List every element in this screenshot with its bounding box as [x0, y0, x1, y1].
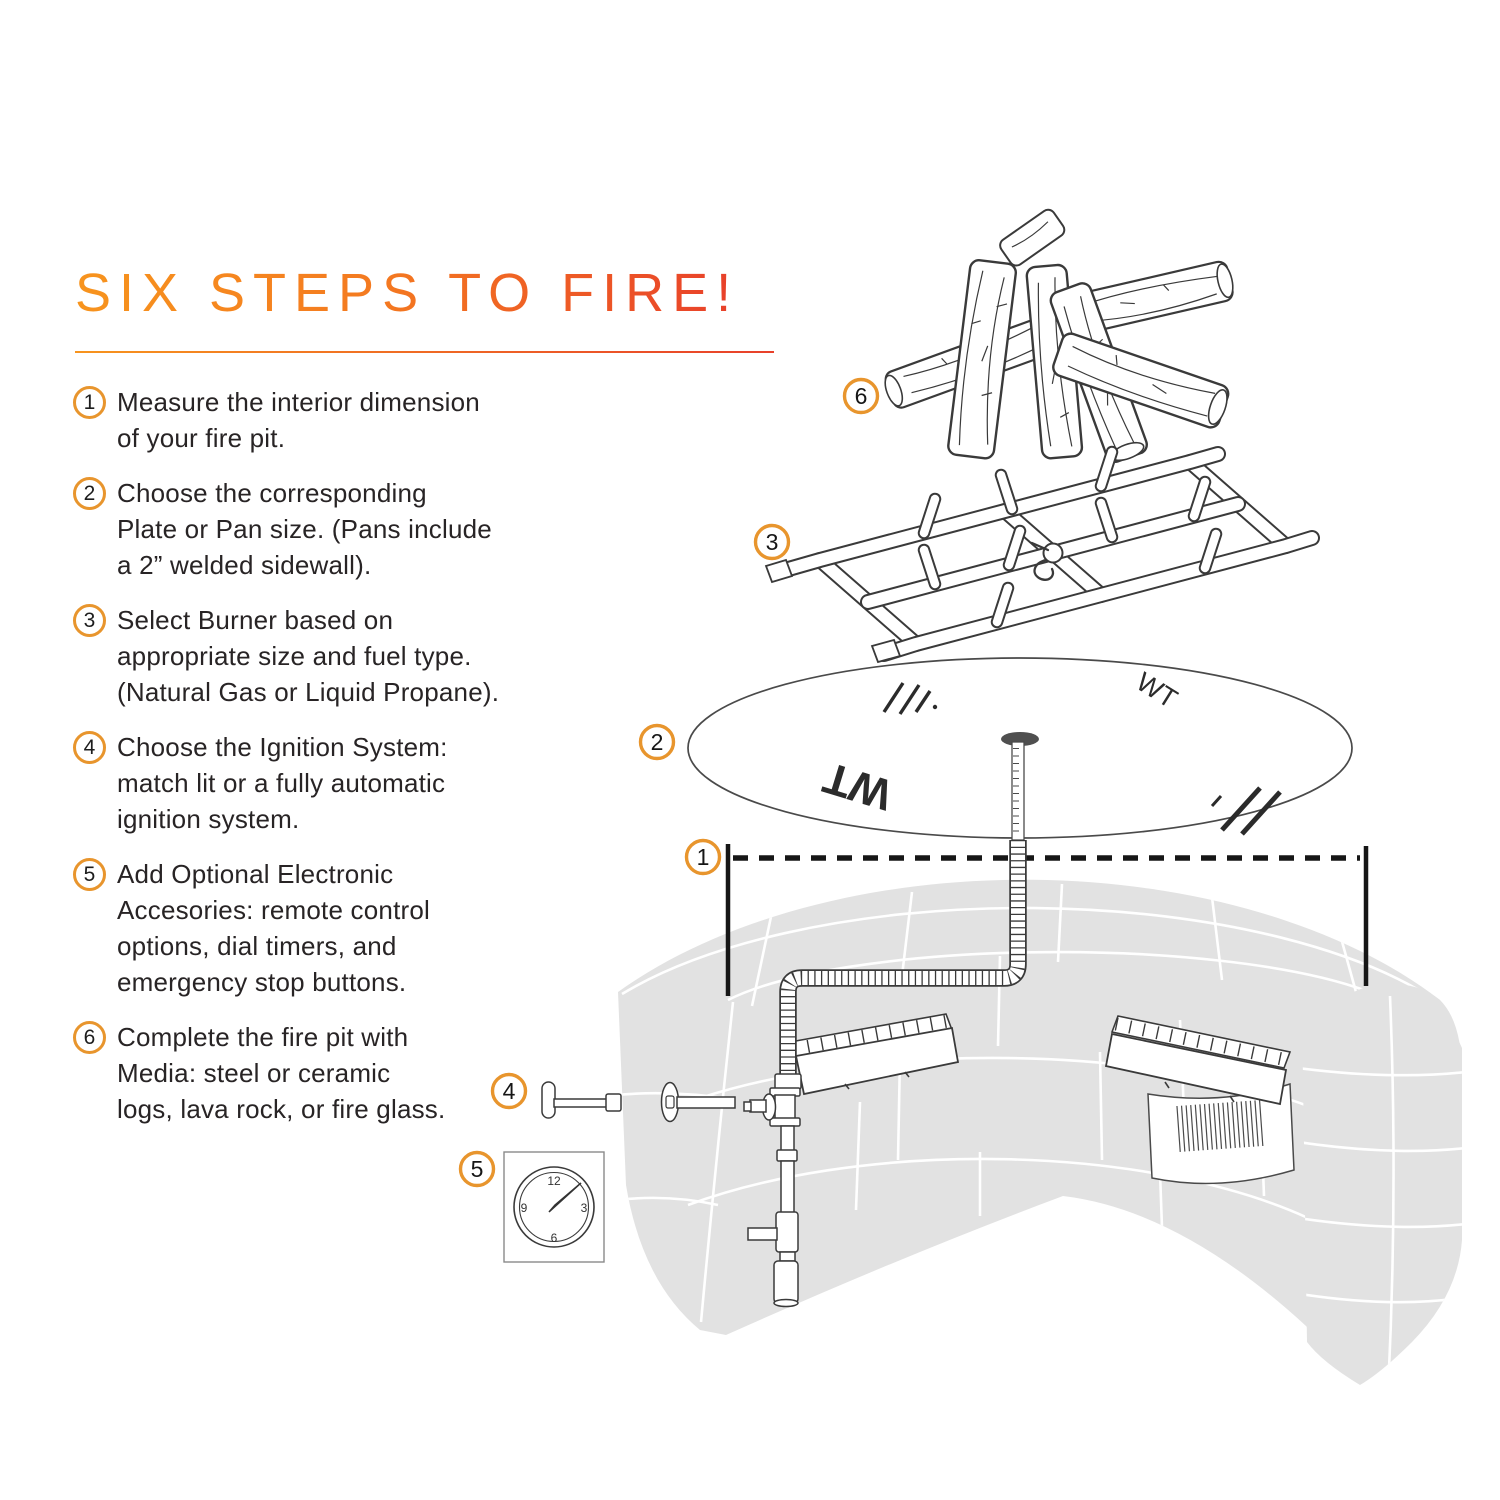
step-5-number-badge: 5 [73, 858, 106, 891]
step-5: 5 Add Optional Electronic Accesories: re… [73, 856, 513, 1000]
plate-center-tube [1011, 741, 1025, 841]
dial-timer: 12 3 6 9 [503, 1151, 605, 1263]
callout-2-plate: 2 [638, 723, 676, 761]
step-3: 3 Select Burner based on appropriate siz… [73, 602, 513, 710]
step-4: 4 Choose the Ignition System: match lit … [73, 729, 513, 837]
vent-grille [1147, 1082, 1295, 1185]
plate-center-hub [1001, 732, 1039, 746]
callout-2-number: 2 [651, 729, 664, 755]
riser-end-cylinder [773, 1260, 799, 1304]
callout-6-log-media: 6 [842, 377, 880, 415]
vent-grille-louvers [1176, 1100, 1264, 1152]
log-front-right [1052, 332, 1230, 429]
step-6-number-badge: 6 [73, 1021, 106, 1054]
step-list: 1 Measure the interior dimension of your… [73, 384, 513, 1146]
step-2-number-badge: 2 [73, 477, 106, 510]
pit-wall-body [618, 879, 1462, 1335]
key-shaft [553, 1098, 609, 1108]
callout-5-dial-timer: 5 [458, 1150, 496, 1188]
burner-center-fitting [1030, 541, 1064, 581]
gas-log-set [884, 208, 1234, 463]
step-2: 2 Choose the corresponding Plate or Pan … [73, 475, 513, 583]
key-escutcheon-tube [676, 1096, 736, 1109]
timer-dial-inner [518, 1171, 590, 1243]
callout-5-number: 5 [471, 1156, 484, 1182]
fire-pit-structure [618, 879, 1462, 1385]
valve-coupling-top [774, 1073, 802, 1090]
step-3-number-badge: 3 [73, 604, 106, 637]
timer-dial-outer [513, 1166, 595, 1248]
step-5-text: Add Optional Electronic Accesories: remo… [117, 859, 430, 997]
interior-dimension-line [725, 844, 1369, 996]
callout-1-number: 1 [697, 844, 710, 870]
key-escutcheon [660, 1081, 680, 1123]
valve-body [774, 1094, 796, 1120]
valve-stem-tip [743, 1101, 752, 1112]
log-small-top [999, 208, 1066, 267]
log-top-right [1068, 260, 1234, 335]
pit-wall-right-section [1302, 984, 1462, 1385]
page-title: SIX STEPS TO FIRE! [75, 263, 740, 323]
timer-pointer-hand [548, 1182, 582, 1213]
callout-3-burner: 3 [753, 523, 791, 561]
step-1: 1 Measure the interior dimension of your… [73, 384, 513, 456]
callout-4-key-valve: 4 [490, 1072, 528, 1110]
callout-6-number: 6 [855, 383, 868, 409]
valve-collar-bottom [769, 1117, 801, 1127]
timer-numeral-9: 9 [521, 1201, 528, 1215]
burner [764, 445, 1320, 664]
key-t-handle [541, 1081, 556, 1119]
step-4-text: Choose the Ignition System: match lit or… [117, 732, 448, 834]
step-1-text: Measure the interior dimension of your f… [117, 387, 480, 453]
flex-gas-line [779, 840, 1027, 1076]
riser-reducer [779, 1251, 796, 1262]
timer-numeral-3: 3 [581, 1201, 588, 1215]
step-2-text: Choose the corresponding Plate or Pan si… [117, 478, 492, 580]
burner-jets [917, 445, 1223, 629]
valve-stem [749, 1099, 767, 1113]
riser-tee-branch [747, 1227, 778, 1241]
step-1-number-badge: 1 [73, 386, 106, 419]
title-divider [75, 351, 774, 353]
key-escutcheon-socket [665, 1095, 675, 1109]
riser-coupling [775, 1211, 799, 1253]
riser-collar [776, 1149, 798, 1162]
step-6-text: Complete the fire pit with Media: steel … [117, 1022, 446, 1124]
riser-pipe-upper [780, 1125, 795, 1153]
key-shaft-head [605, 1093, 622, 1112]
callout-3-number: 3 [766, 529, 779, 555]
plate-stamp-slashes-left [882, 682, 938, 715]
key-valve-assembly [541, 1073, 802, 1308]
step-6: 6 Complete the fire pit with Media: stee… [73, 1019, 513, 1127]
riser-pipe-lower [780, 1160, 795, 1214]
riser-end-cap [773, 1298, 799, 1308]
timer-numeral-12: 12 [547, 1174, 561, 1188]
callout-4-number: 4 [503, 1078, 516, 1104]
step-3-text: Select Burner based on appropriate size … [117, 605, 500, 707]
step-4-number-badge: 4 [73, 731, 106, 764]
plate-stamp-slashes-right [1210, 786, 1282, 836]
plate-support-right [1104, 1015, 1292, 1106]
log-upright-left [947, 259, 1017, 460]
burner-plate: WT WT [687, 657, 1353, 841]
burner-end-plates [764, 558, 902, 664]
timer-numeral-6: 6 [551, 1231, 558, 1245]
callout-1-interior-dimension: 1 [684, 838, 722, 876]
